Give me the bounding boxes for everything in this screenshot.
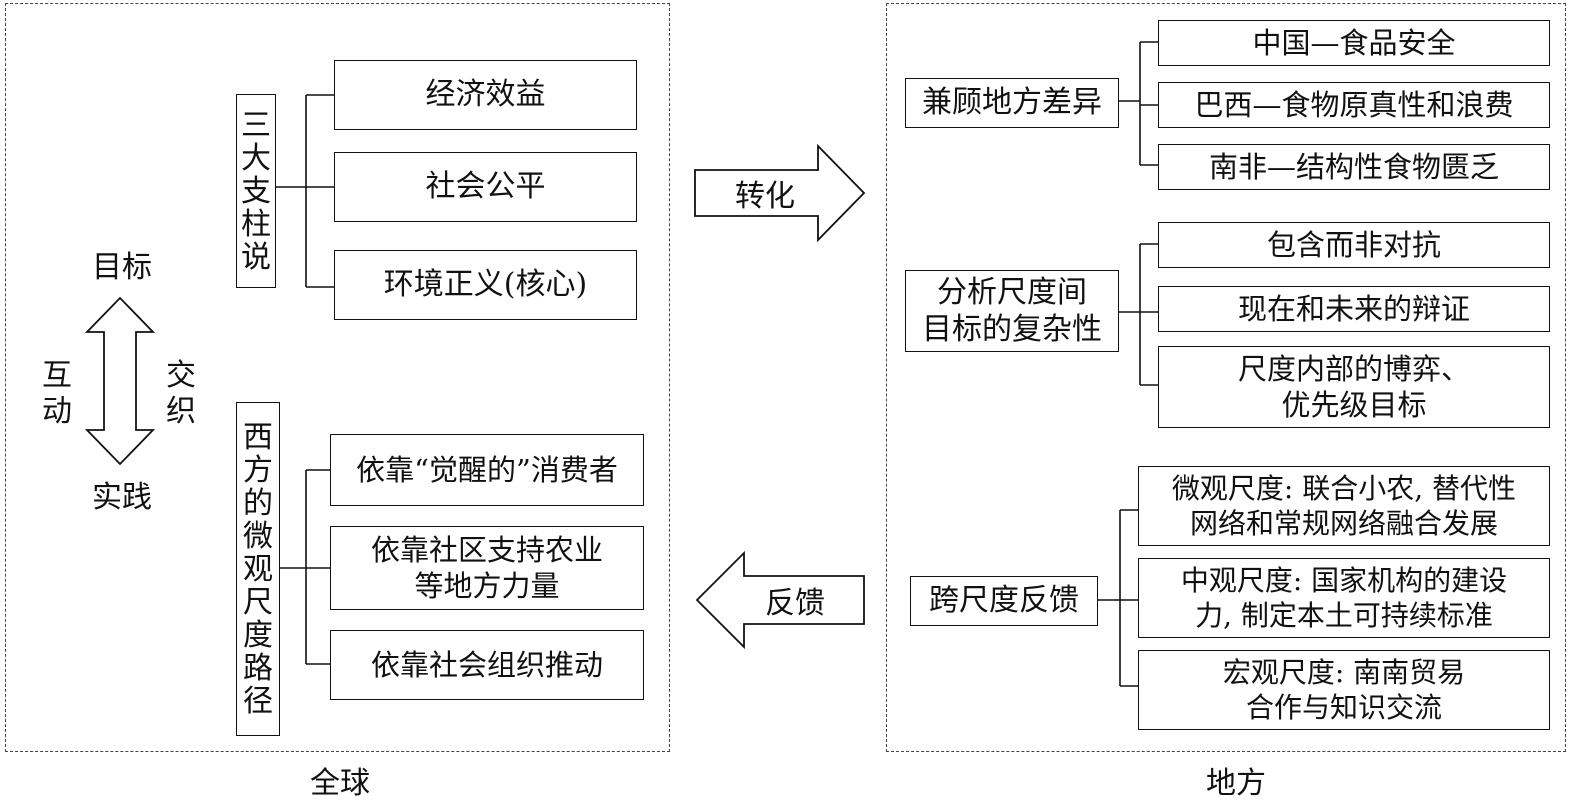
interweave-label: 交 织 bbox=[166, 358, 196, 429]
western-csa: 依靠社区支持农业 等地方力量 bbox=[330, 526, 644, 610]
local-complexity-label: 分析尺度间 目标的复杂性 bbox=[905, 270, 1119, 352]
local-south-africa: 南非—结构性食物匮乏 bbox=[1158, 144, 1550, 190]
local-meso: 中观尺度: 国家机构的建设 力, 制定本土可持续标准 bbox=[1138, 558, 1550, 638]
local-china: 中国—食品安全 bbox=[1158, 20, 1550, 66]
global-panel bbox=[5, 3, 670, 752]
pillar-environment: 环境正义(核心) bbox=[334, 250, 637, 320]
western-title: 西 方 的 微 观 尺 度 路 径 bbox=[236, 402, 280, 736]
western-organizations: 依靠社会组织推动 bbox=[330, 630, 644, 700]
pillars-title: 三 大 支 柱 说 bbox=[236, 94, 276, 288]
transform-label: 转化 bbox=[735, 179, 795, 214]
practice-label: 实践 bbox=[92, 480, 152, 515]
local-feedback-label: 跨尺度反馈 bbox=[910, 576, 1098, 626]
local-micro: 微观尺度: 联合小农, 替代性 网络和常规网络融合发展 bbox=[1138, 466, 1550, 546]
double-arrow-icon bbox=[84, 296, 156, 466]
global-caption: 全球 bbox=[310, 766, 370, 801]
local-caption: 地方 bbox=[1206, 766, 1266, 801]
local-brazil: 巴西—食物原真性和浪费 bbox=[1158, 82, 1550, 128]
pillar-social: 社会公平 bbox=[334, 152, 637, 222]
local-macro: 宏观尺度: 南南贸易 合作与知识交流 bbox=[1138, 650, 1550, 730]
local-inclusion: 包含而非对抗 bbox=[1158, 222, 1550, 268]
pillar-economic: 经济效益 bbox=[334, 60, 637, 130]
local-panel bbox=[886, 3, 1566, 752]
western-consumers: 依靠“觉醒的”消费者 bbox=[330, 434, 644, 506]
transform-arrow bbox=[694, 143, 866, 243]
local-dialectic: 现在和未来的辩证 bbox=[1158, 286, 1550, 332]
interact-label: 互 动 bbox=[42, 358, 72, 429]
feedback-label: 反馈 bbox=[765, 586, 825, 621]
feedback-arrow bbox=[695, 550, 865, 650]
local-diff-label: 兼顾地方差异 bbox=[905, 78, 1119, 128]
goal-label: 目标 bbox=[92, 250, 152, 285]
local-game: 尺度内部的博弈、 优先级目标 bbox=[1158, 346, 1550, 428]
